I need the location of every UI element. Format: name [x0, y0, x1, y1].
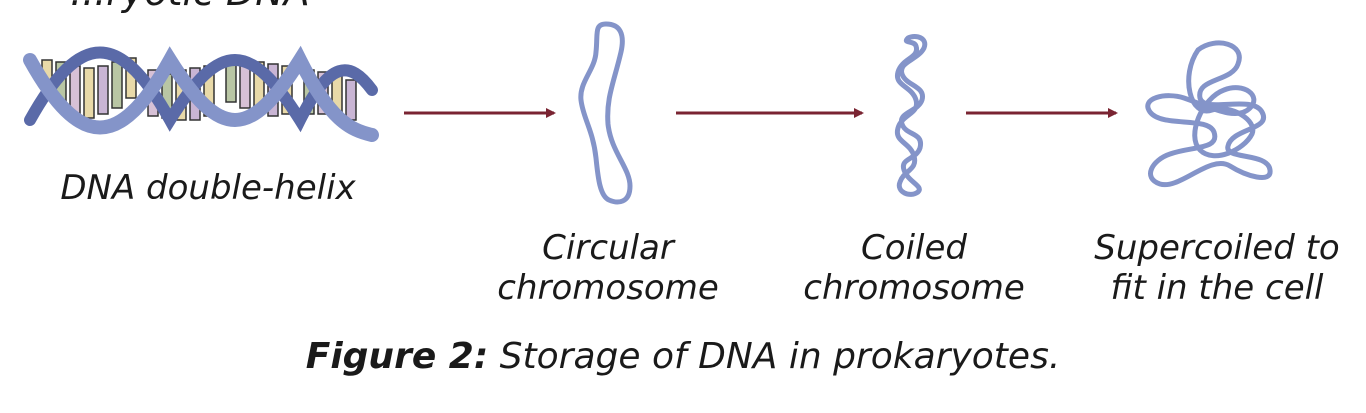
cut-off-heading: ...ryotic DNA [70, 0, 310, 14]
label-circular-chromosome: Circular chromosome [478, 228, 738, 308]
figure-caption: Figure 2: Storage of DNA in prokaryotes. [0, 336, 1366, 377]
label-line: DNA double-helix [60, 168, 356, 208]
label-supercoiled: Supercoiled to fit in the cell [1086, 228, 1348, 308]
figure-caption-text: Storage of DNA in prokaryotes. [488, 336, 1061, 377]
dna-double-helix-illustration [23, 45, 379, 142]
label-line: Coiled [861, 228, 967, 268]
label-line: chromosome [803, 268, 1025, 308]
helix-strand-front [23, 45, 379, 142]
label-line: Supercoiled to [1094, 228, 1340, 268]
label-coiled-chromosome: Coiled chromosome [784, 228, 1044, 308]
helix-strand-back [24, 46, 378, 133]
circular-chromosome-illustration [578, 21, 633, 205]
label-line: chromosome [497, 268, 719, 308]
supercoiled-dna-illustration [1145, 40, 1273, 188]
label-line: fit in the cell [1110, 268, 1324, 308]
figure-label: Figure 2: [305, 336, 489, 377]
coiled-chromosome-illustration [894, 33, 928, 197]
label-line: Circular [542, 228, 674, 268]
label-dna-double-helix: DNA double-helix [28, 168, 388, 208]
